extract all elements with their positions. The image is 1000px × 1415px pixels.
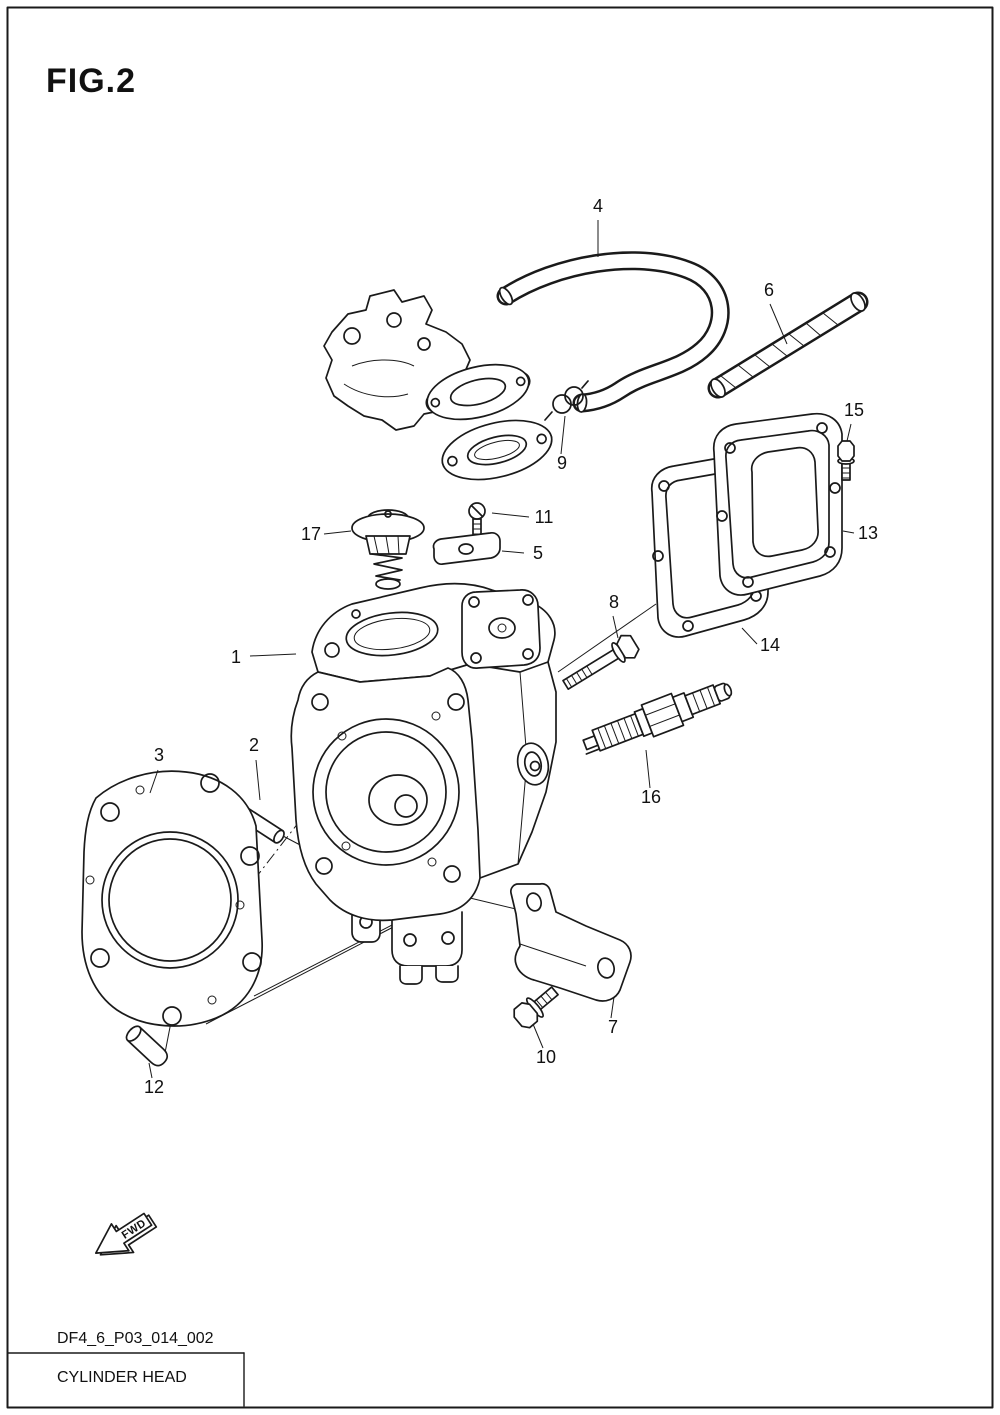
bracket-bolt (513, 986, 559, 1029)
callout-7: 7 (608, 996, 618, 1037)
callout-6: 6 (764, 280, 788, 345)
water-jacket-cover (712, 412, 843, 596)
svg-text:11: 11 (535, 507, 554, 527)
svg-text:14: 14 (760, 635, 780, 655)
page-border (6, 6, 994, 1409)
cap (125, 1025, 169, 1067)
doc-title: CYLINDER HEAD (57, 1369, 187, 1386)
hose-clamp (544, 380, 589, 421)
housing-flange-lower (441, 419, 553, 481)
svg-text:10: 10 (536, 1047, 556, 1067)
callout-10: 10 (532, 1023, 556, 1067)
flange-bolt (562, 634, 640, 690)
svg-text:15: 15 (844, 400, 864, 420)
figure-title: FIG.2 (46, 62, 136, 100)
svg-text:2: 2 (249, 735, 259, 755)
svg-text:17: 17 (301, 524, 321, 544)
callout-15: 15 (844, 400, 864, 442)
cylinder-head (290, 582, 557, 985)
callout-4: 4 (593, 196, 603, 257)
doc-code: DF4_6_P03_014_002 (57, 1330, 214, 1347)
callout-11: 11 (491, 507, 554, 527)
callout-14: 14 (741, 627, 780, 655)
svg-text:13: 13 (858, 523, 878, 543)
callout-13: 13 (842, 523, 878, 543)
svg-text:3: 3 (154, 745, 164, 765)
thermostat (351, 509, 425, 590)
svg-text:5: 5 (533, 543, 543, 563)
spark-plug (582, 682, 733, 755)
svg-text:8: 8 (609, 592, 619, 612)
water-hose (496, 251, 730, 413)
water-pipe (707, 291, 869, 399)
svg-text:12: 12 (144, 1077, 164, 1097)
plate (432, 532, 501, 565)
svg-text:7: 7 (608, 1017, 618, 1037)
callout-5: 5 (501, 543, 543, 563)
svg-text:1: 1 (231, 647, 241, 667)
callouts: 1 2 3 4 5 6 7 8 (144, 196, 878, 1097)
head-gasket (81, 770, 263, 1027)
screw (468, 502, 486, 538)
svg-text:6: 6 (764, 280, 774, 300)
callout-9: 9 (557, 415, 567, 473)
cover-bolt (837, 440, 855, 481)
callout-1: 1 (231, 647, 297, 667)
callout-8: 8 (609, 592, 619, 639)
fwd-arrow-icon: FWD (94, 1212, 158, 1256)
svg-text:16: 16 (641, 787, 661, 807)
bracket (510, 882, 632, 1002)
callout-16: 16 (641, 749, 661, 807)
housing-flange-upper (425, 363, 531, 421)
footer: DF4_6_P03_014_002 CYLINDER HEAD (7, 1330, 245, 1407)
callout-17: 17 (301, 524, 352, 544)
callout-12: 12 (144, 1062, 164, 1097)
svg-text:4: 4 (593, 196, 603, 216)
callout-2: 2 (249, 735, 261, 801)
callout-3: 3 (149, 745, 164, 794)
svg-text:9: 9 (557, 453, 567, 473)
